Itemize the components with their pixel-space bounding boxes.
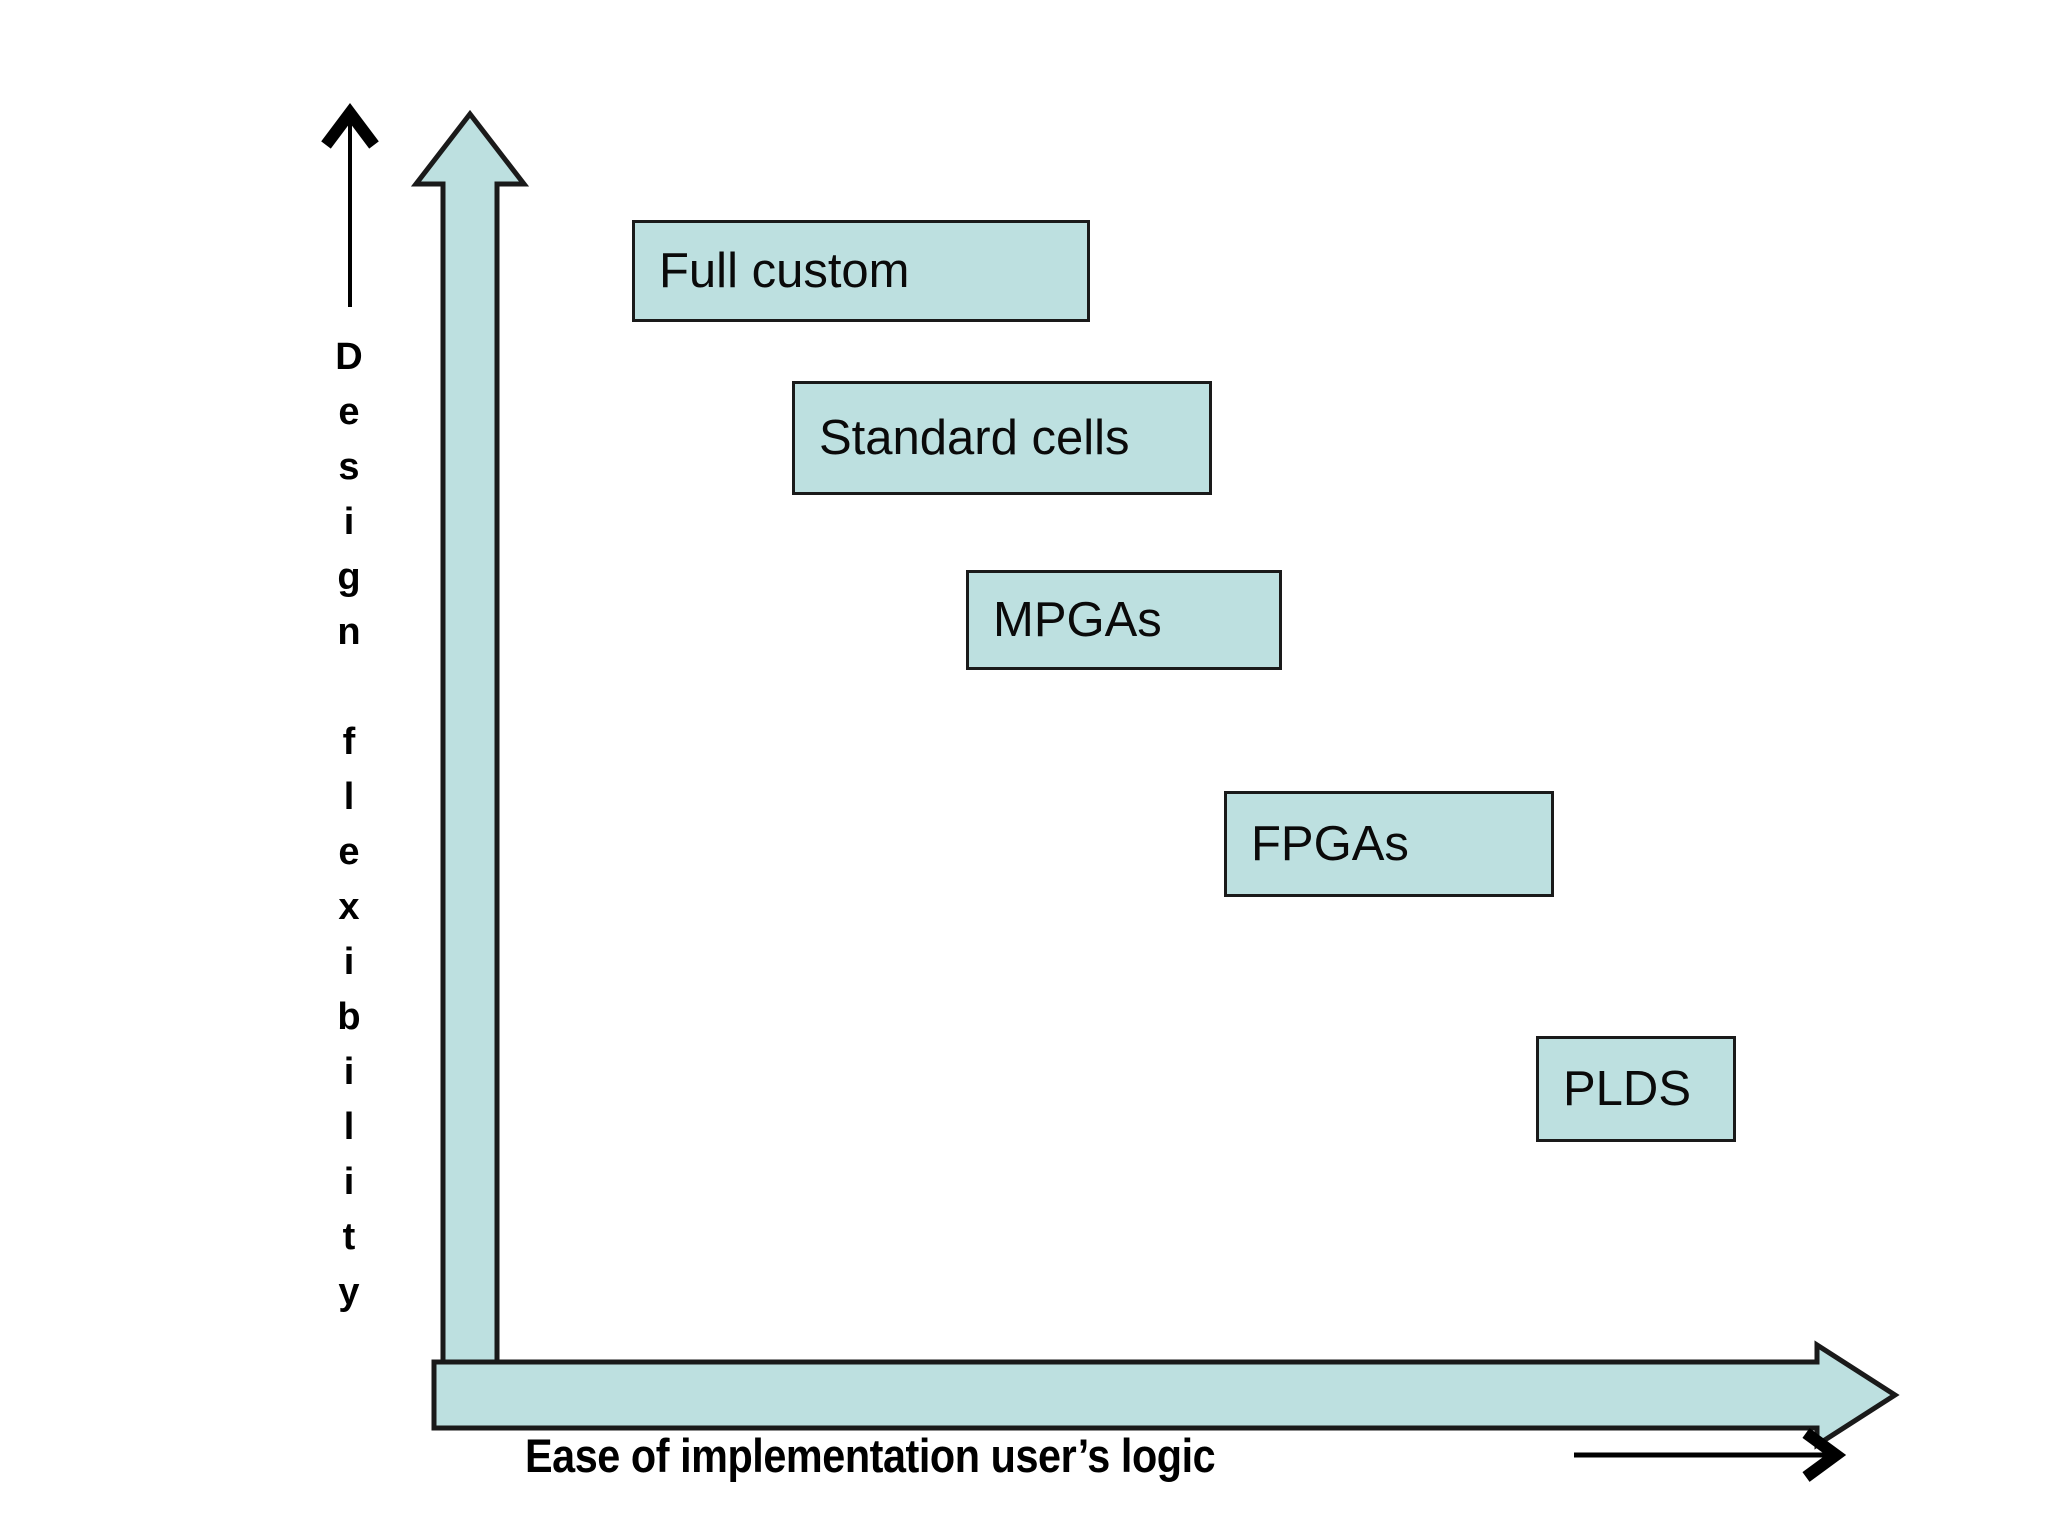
y-axis-title-letter: g <box>337 556 361 598</box>
tech-box-label: Standard cells <box>819 410 1130 465</box>
y-axis-title-letter: l <box>343 776 355 818</box>
tech-box-label: MPGAs <box>993 592 1162 647</box>
tech-box-mpgas[interactable]: MPGAs <box>966 570 1282 670</box>
y-axis-title-letter: i <box>343 1051 355 1093</box>
y-axis-title-letter: i <box>343 1161 355 1203</box>
block-up-arrow-icon <box>410 109 530 1418</box>
y-axis-title-letter: y <box>338 1271 360 1313</box>
tech-box-standard-cells[interactable]: Standard cells <box>792 381 1212 495</box>
y-axis-title-letter: b <box>337 996 361 1038</box>
tech-box-label: FPGAs <box>1251 816 1409 871</box>
y-axis-title-letter: l <box>343 1106 355 1148</box>
y-axis-title: D e s i g n f l e x i b i l i t y <box>318 330 380 1320</box>
y-axis-title-letter: i <box>343 501 355 543</box>
y-axis-title-letter: f <box>342 721 356 763</box>
y-axis-title-letter: e <box>338 391 360 433</box>
tech-box-fpgas[interactable]: FPGAs <box>1224 791 1554 897</box>
y-axis-title-letter: s <box>338 446 360 488</box>
y-axis-title-letter: t <box>342 1216 356 1258</box>
tech-box-label: PLDS <box>1563 1061 1692 1116</box>
block-right-arrow-icon <box>431 1340 1900 1450</box>
x-axis-title: Ease of implementation user’s logic <box>525 1429 1216 1482</box>
tech-box-label: Full custom <box>659 243 910 298</box>
y-axis-title-letter: i <box>343 941 355 983</box>
tech-box-plds[interactable]: PLDS <box>1536 1036 1736 1142</box>
y-axis-title-spacer <box>318 660 380 715</box>
y-axis-title-letter: D <box>335 336 363 378</box>
y-axis-title-letter: e <box>338 831 360 873</box>
y-axis-title-letter: x <box>338 886 360 928</box>
right-arrow-icon <box>1574 1428 1847 1482</box>
up-arrow-icon <box>321 103 379 307</box>
y-axis-title-letter: n <box>337 611 361 653</box>
tech-box-full-custom[interactable]: Full custom <box>632 220 1090 322</box>
